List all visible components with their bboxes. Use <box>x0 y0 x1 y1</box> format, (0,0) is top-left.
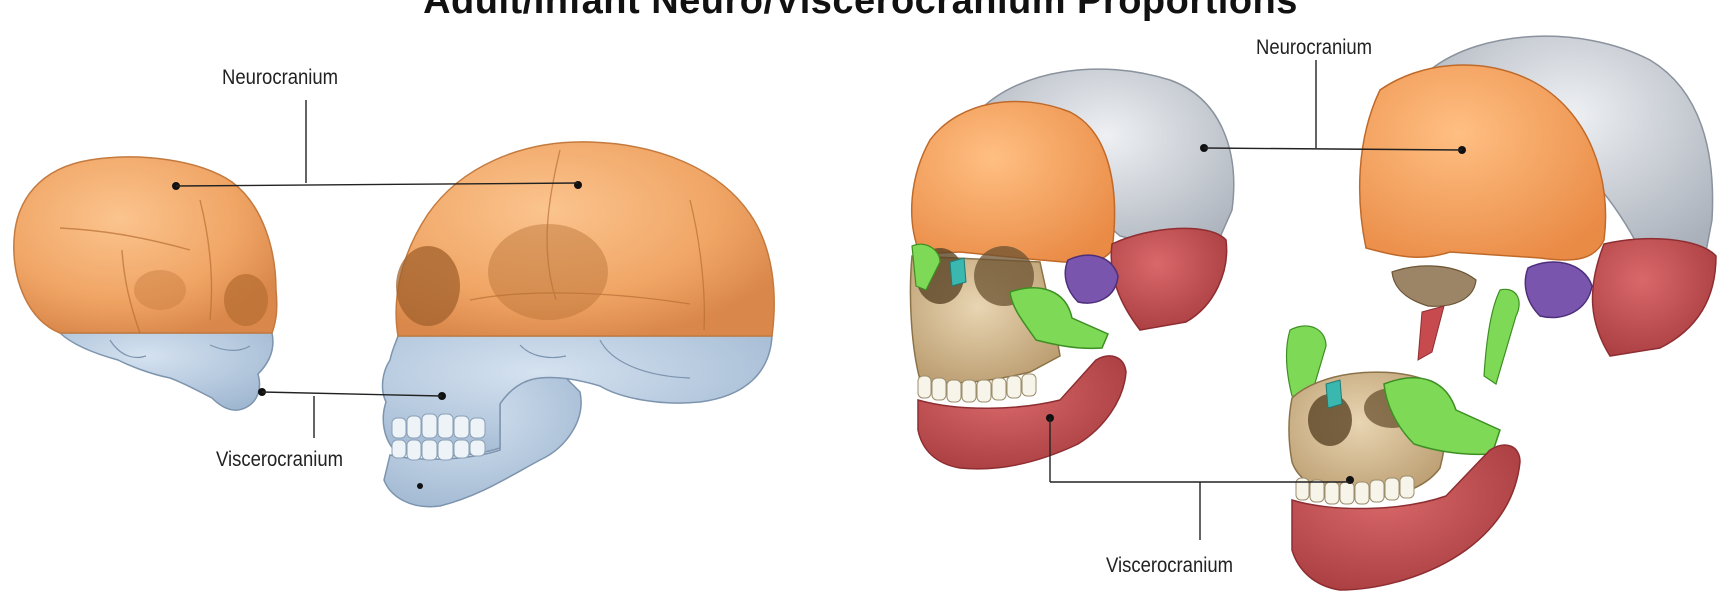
adult-skull-lateral <box>383 142 775 507</box>
exploded-skull <box>1286 36 1716 590</box>
exploded-sphenoid <box>1525 262 1592 318</box>
exploded-temporal <box>1593 239 1716 356</box>
infant-viscerocranium <box>60 333 273 410</box>
assembled-frontal <box>912 101 1115 262</box>
label-neurocranium-left: Neurocranium <box>222 66 338 90</box>
label-neurocranium-right: Neurocranium <box>1256 36 1372 60</box>
assembled-sphenoid <box>1065 255 1118 303</box>
label-viscerocranium-right: Viscerocranium <box>1106 554 1233 578</box>
assembled-skull <box>910 69 1233 469</box>
label-viscerocranium-left: Viscerocranium <box>216 448 343 472</box>
infant-skull <box>14 157 277 410</box>
assembled-temporal <box>1111 228 1226 330</box>
